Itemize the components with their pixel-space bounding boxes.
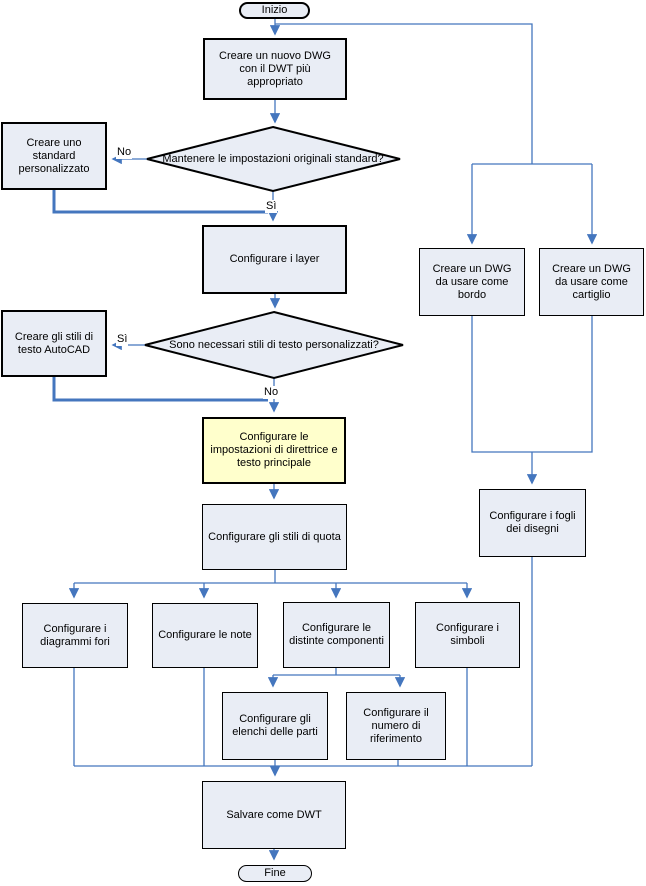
node-create-new-dwg: Creare un nuovo DWG con il DWT più appro… — [203, 38, 347, 100]
decision-diamond-2 — [144, 310, 404, 380]
terminator-start: Inizio — [239, 2, 310, 19]
node-save-dwt: Salvare come DWT — [202, 781, 346, 849]
node-autocad-text-styles: Creare gli stili di testo AutoCAD — [1, 310, 107, 377]
node-configure-layers: Configurare i layer — [202, 225, 347, 294]
node-custom-standard: Creare uno standard personalizzato — [1, 122, 107, 190]
decision-need-text-styles-label: Sono necessari stili di testo personaliz… — [169, 338, 379, 351]
edge-label-yes-1: Sì — [265, 200, 278, 213]
node-ref-numbers: Configurare il numero di riferimento — [346, 692, 446, 760]
node-parts-lists: Configurare gli elenchi delle parti — [222, 692, 328, 760]
edge-label-no-1: No — [116, 146, 133, 159]
terminator-end: Fine — [238, 865, 312, 882]
node-symbols: Configurare i simboli — [415, 602, 520, 668]
node-sheet-setup: Configurare i fogli dei disegni — [479, 489, 586, 557]
edge-label-yes-2: Sì — [116, 333, 129, 346]
decision-keep-standard-label: Mantenere le impostazioni originali stan… — [162, 152, 384, 165]
node-dwg-titleblock: Creare un DWG da usare come cartiglio — [539, 248, 644, 316]
node-notes: Configurare le note — [152, 603, 258, 668]
node-hole-charts: Configurare i diagrammi fori — [22, 603, 128, 668]
node-dim-styles: Configurare gli stili di quota — [202, 504, 347, 570]
node-dwg-border: Creare un DWG da usare come bordo — [419, 248, 525, 316]
node-boms: Configurare le distinte componenti — [283, 602, 390, 668]
node-leader-text-settings: Configurare le impostazioni di direttric… — [202, 417, 346, 484]
decision-diamond-1 — [146, 125, 401, 193]
edge-label-no-2: No — [263, 386, 280, 399]
